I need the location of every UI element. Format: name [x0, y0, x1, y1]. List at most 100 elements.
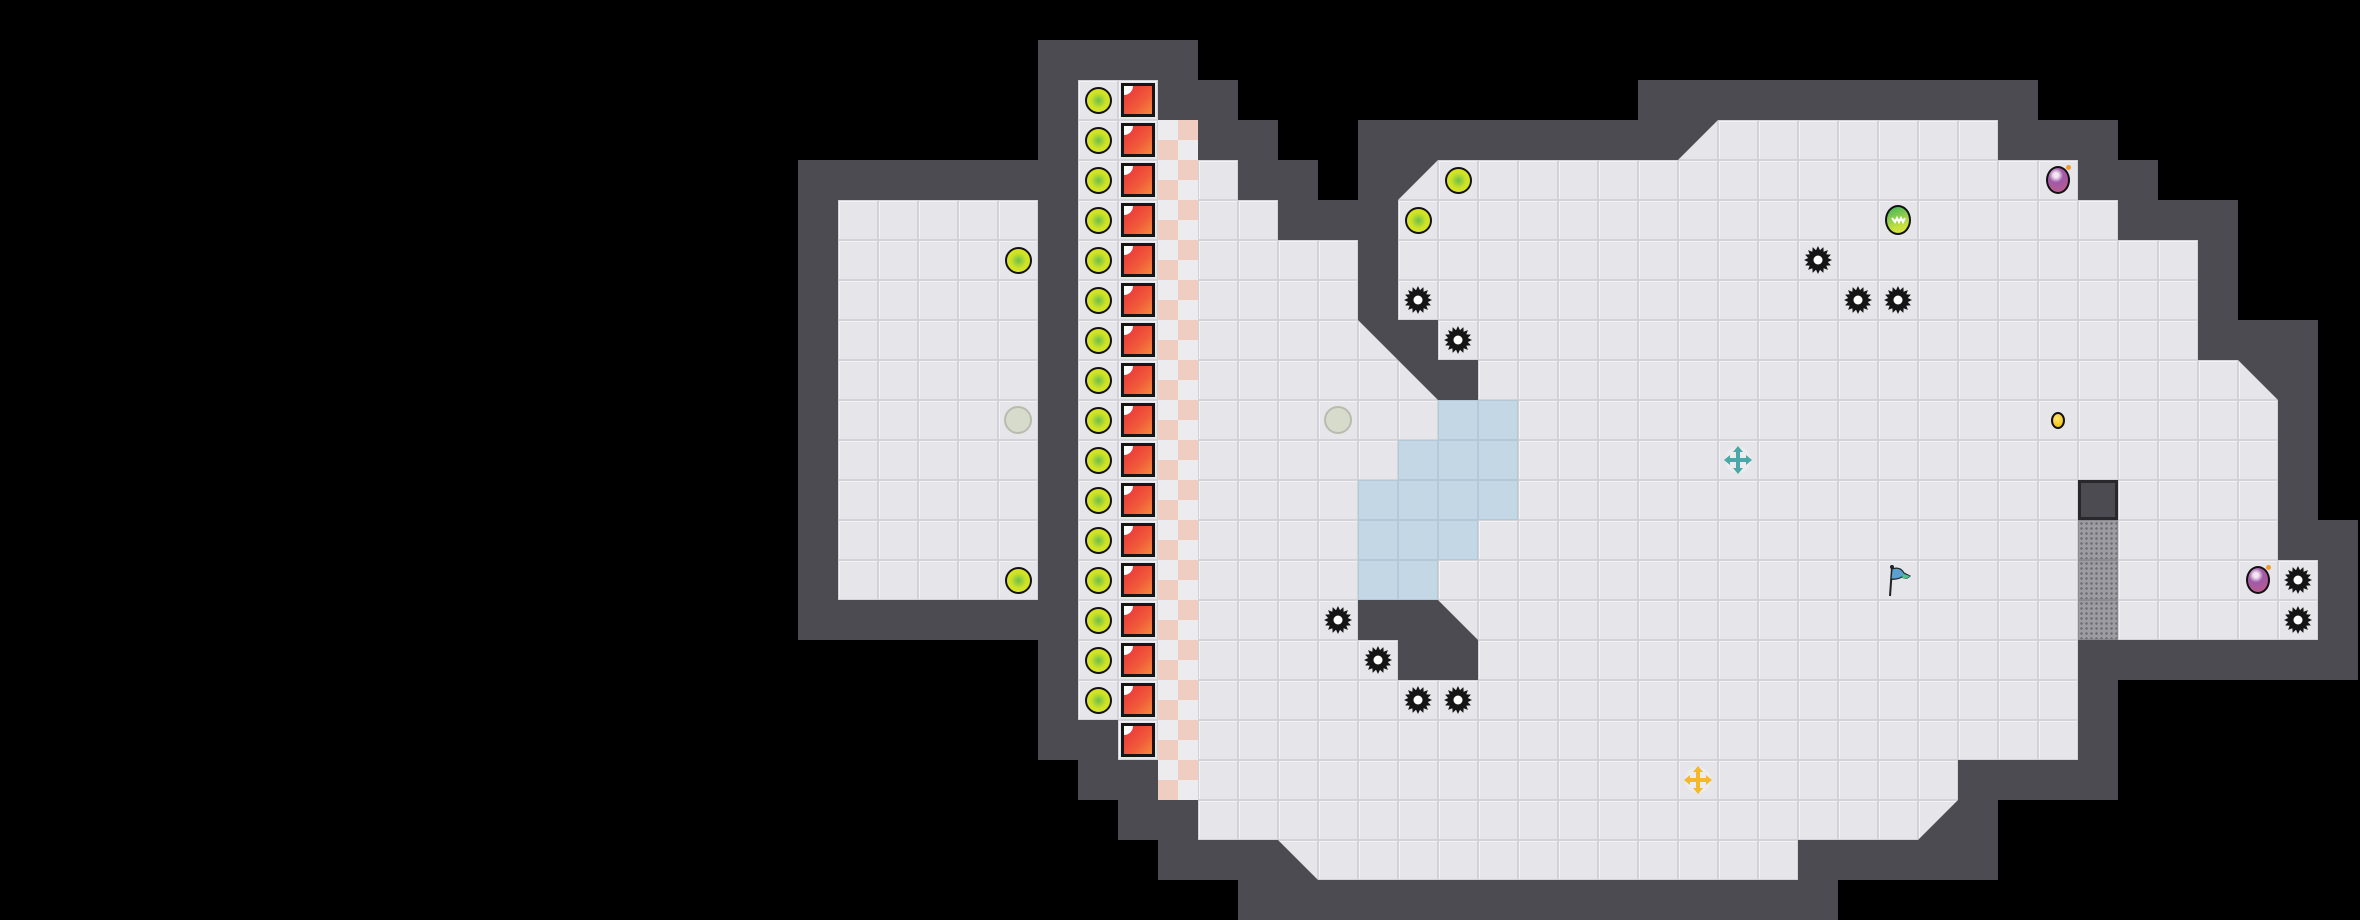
floor-tile[interactable]	[1918, 320, 1958, 360]
floor-tile[interactable]	[1558, 800, 1598, 840]
floor-tile[interactable]	[1478, 840, 1518, 880]
floor-tile[interactable]	[1638, 560, 1678, 600]
coin[interactable]	[1438, 160, 1478, 200]
small-coin[interactable]	[2038, 400, 2078, 440]
spike-gear[interactable]	[1398, 680, 1438, 720]
floor-tile[interactable]	[1438, 720, 1478, 760]
floor-tile[interactable]	[1878, 680, 1918, 720]
floor-tile[interactable]	[1518, 440, 1558, 480]
floor-tile[interactable]	[1998, 360, 2038, 400]
floor-tile[interactable]	[1798, 680, 1838, 720]
floor-tile[interactable]	[1438, 240, 1478, 280]
floor-tile[interactable]	[1878, 480, 1918, 520]
floor-tile[interactable]	[1918, 240, 1958, 280]
floor-tile[interactable]	[2038, 320, 2078, 360]
floor-tile[interactable]	[1558, 200, 1598, 240]
floor-tile[interactable]	[1278, 400, 1318, 440]
coin[interactable]	[1078, 160, 1118, 200]
floor-tile[interactable]	[2118, 280, 2158, 320]
ice-tile[interactable]	[1478, 440, 1518, 480]
floor-tile[interactable]	[1198, 240, 1238, 280]
floor-tile[interactable]	[1838, 760, 1878, 800]
floor-tile[interactable]	[1918, 640, 1958, 680]
floor-tile[interactable]	[1878, 320, 1918, 360]
floor-tile[interactable]	[1638, 720, 1678, 760]
floor-tile[interactable]	[1558, 600, 1598, 640]
floor-tile[interactable]	[2038, 680, 2078, 720]
grey-disc[interactable]	[1318, 400, 1358, 440]
floor-tile[interactable]	[1598, 440, 1638, 480]
floor-tile[interactable]	[1638, 600, 1678, 640]
floor-tile[interactable]	[1278, 360, 1318, 400]
floor-tile[interactable]	[1638, 680, 1678, 720]
floor-tile[interactable]	[1198, 480, 1238, 520]
floor-tile[interactable]	[1918, 120, 1958, 160]
floor-tile[interactable]	[1198, 400, 1238, 440]
coin[interactable]	[1078, 680, 1118, 720]
floor-tile[interactable]	[1798, 800, 1838, 840]
floor-tile[interactable]	[1678, 560, 1718, 600]
floor-tile[interactable]	[1678, 520, 1718, 560]
floor-tile[interactable]	[1958, 440, 1998, 480]
floor-tile[interactable]	[878, 480, 918, 520]
floor-tile[interactable]	[1278, 440, 1318, 480]
floor-tile[interactable]	[1918, 400, 1958, 440]
floor-tile[interactable]	[958, 400, 998, 440]
floor-tile[interactable]	[1838, 440, 1878, 480]
floor-tile[interactable]	[1638, 240, 1678, 280]
floor-tile[interactable]	[1478, 280, 1518, 320]
floor-tile[interactable]	[1758, 200, 1798, 240]
red-block[interactable]	[1118, 360, 1158, 400]
floor-tile[interactable]	[2118, 400, 2158, 440]
floor-tile[interactable]	[1638, 160, 1678, 200]
floor-tile[interactable]	[1598, 560, 1638, 600]
floor-tile[interactable]	[1998, 720, 2038, 760]
floor-tile[interactable]	[1638, 400, 1678, 440]
floor-tile[interactable]	[2078, 320, 2118, 360]
floor-tile[interactable]	[918, 200, 958, 240]
floor-tile[interactable]	[1638, 840, 1678, 880]
floor-tile[interactable]	[2118, 360, 2158, 400]
floor-tile[interactable]	[2118, 480, 2158, 520]
floor-tile[interactable]	[2038, 280, 2078, 320]
floor-tile[interactable]	[1238, 560, 1278, 600]
floor-tile[interactable]	[1398, 720, 1438, 760]
floor-tile[interactable]	[1878, 800, 1918, 840]
floor-tile[interactable]	[998, 320, 1038, 360]
floor-tile[interactable]	[1398, 760, 1438, 800]
floor-tile[interactable]	[1238, 280, 1278, 320]
floor-tile[interactable]	[958, 240, 998, 280]
floor-tile[interactable]	[1638, 320, 1678, 360]
floor-tile[interactable]	[1758, 480, 1798, 520]
floor-tile[interactable]	[1518, 240, 1558, 280]
floor-tile[interactable]	[1558, 720, 1598, 760]
floor-tile[interactable]	[1358, 720, 1398, 760]
floor-tile[interactable]	[1238, 640, 1278, 680]
ice-tile[interactable]	[1438, 480, 1478, 520]
floor-tile[interactable]	[878, 560, 918, 600]
floor-tile[interactable]	[1478, 560, 1518, 600]
grey-disc[interactable]	[998, 400, 1038, 440]
floor-tile[interactable]	[998, 360, 1038, 400]
floor-tile[interactable]	[1438, 200, 1478, 240]
red-block[interactable]	[1118, 440, 1158, 480]
floor-tile[interactable]	[1638, 640, 1678, 680]
floor-tile[interactable]	[1718, 640, 1758, 680]
floor-tile[interactable]	[1918, 440, 1958, 480]
floor-tile[interactable]	[1518, 520, 1558, 560]
teal-move-arrows[interactable]	[1718, 440, 1758, 480]
floor-tile[interactable]	[2198, 520, 2238, 560]
red-block[interactable]	[1118, 80, 1158, 120]
floor-tile[interactable]	[1798, 400, 1838, 440]
floor-tile[interactable]	[1958, 160, 1998, 200]
floor-tile[interactable]	[1758, 320, 1798, 360]
floor-tile[interactable]	[1678, 800, 1718, 840]
floor-tile[interactable]	[2038, 640, 2078, 680]
floor-tile[interactable]	[918, 280, 958, 320]
spike-gear[interactable]	[1438, 680, 1478, 720]
floor-tile[interactable]	[1598, 680, 1638, 720]
floor-tile[interactable]	[2118, 240, 2158, 280]
checkered-tile[interactable]	[1158, 200, 1198, 240]
checkered-tile[interactable]	[1158, 560, 1198, 600]
ice-tile[interactable]	[1398, 520, 1438, 560]
